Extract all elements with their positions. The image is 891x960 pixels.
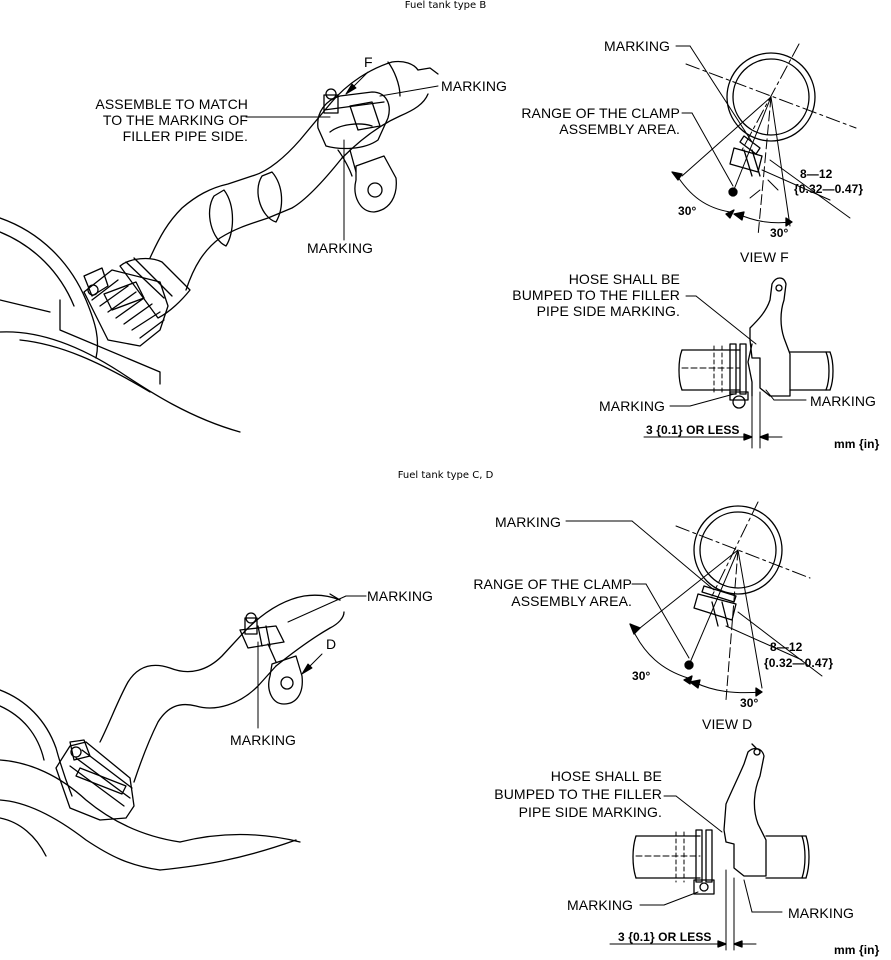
marking-label-top-b: MARKING (441, 78, 508, 94)
view-f-angle-right: 30° (770, 226, 789, 240)
hose-side-view-1 (644, 278, 833, 448)
leaders-view-d (566, 521, 714, 658)
marking-label-bottom-cd: MARKING (230, 732, 297, 748)
view-arrow-letter-d: D (326, 636, 337, 652)
hose-1-gap-label: 3 {0.1} OR LESS (646, 423, 740, 437)
view-d-dim-inch: {0.32—0.47} (764, 656, 834, 670)
hose-1-marking-right: MARKING (810, 393, 877, 409)
hose-2-marking-right: MARKING (788, 905, 855, 921)
view-d-angle-left: 30° (632, 669, 651, 683)
view-d-dim-value: 8—12 (770, 640, 803, 654)
assemble-note-line-1: ASSEMBLE TO MATCH (95, 96, 248, 112)
view-f-dim-value: 8—12 (800, 167, 833, 181)
hose-1-marking-left: MARKING (599, 398, 666, 414)
view-f-drawing (672, 44, 856, 236)
hose-note-1-line-1: HOSE SHALL BE (568, 271, 680, 287)
view-f-marking-label: MARKING (604, 38, 671, 54)
hose-side-view-2 (610, 744, 809, 950)
hose-2-marking-left: MARKING (567, 897, 634, 913)
section-caption-cd: Fuel tank type C, D (397, 470, 494, 481)
assemble-note-line-2: TO THE MARKING OF (102, 112, 248, 128)
assemble-note-line-3: FILLER PIPE SIDE. (122, 128, 248, 144)
filler-pipe-assembly-b (0, 61, 438, 432)
view-d-title: VIEW D (702, 716, 753, 732)
leaders-hose-1 (670, 296, 806, 406)
marking-label-top-cd: MARKING (367, 588, 434, 604)
hose-2-gap-label: 3 {0.1} OR LESS (618, 930, 712, 944)
view-f-range-line-2: ASSEMBLY AREA. (559, 121, 680, 137)
hose-1-units-label: mm {in} (834, 437, 880, 451)
view-d-marking-label: MARKING (495, 514, 562, 530)
view-f-title: VIEW F (740, 249, 789, 265)
view-f-angle-left: 30° (678, 204, 697, 218)
hose-2-units-label: mm {in} (834, 943, 880, 957)
hose-note-2-line-3: PIPE SIDE MARKING. (518, 804, 662, 820)
view-arrow-letter-f: F (364, 54, 373, 70)
hose-note-1-line-2: BUMPED TO THE FILLER (512, 287, 680, 303)
hose-note-2-line-2: BUMPED TO THE FILLER (494, 786, 662, 802)
leaders-view-f (676, 46, 752, 186)
view-d-range-line-1: RANGE OF THE CLAMP (473, 576, 632, 592)
marking-label-bottom-b: MARKING (307, 240, 374, 256)
view-f-dim-inch: {0.32—0.47} (794, 182, 864, 196)
view-d-drawing (630, 502, 822, 700)
hose-note-1-line-3: PIPE SIDE MARKING. (536, 303, 680, 319)
leaders-section-1-left (246, 72, 438, 240)
view-d-angle-right: 30° (740, 696, 759, 710)
leaders-section-2-left (258, 596, 366, 728)
filler-pipe-assembly-cd (0, 594, 344, 870)
hose-note-2-line-1: HOSE SHALL BE (550, 768, 662, 784)
view-d-range-line-2: ASSEMBLY AREA. (511, 593, 632, 609)
leaders-hose-2 (640, 796, 782, 912)
section-caption-b: Fuel tank type B (404, 0, 487, 11)
view-f-range-line-1: RANGE OF THE CLAMP (521, 105, 680, 121)
